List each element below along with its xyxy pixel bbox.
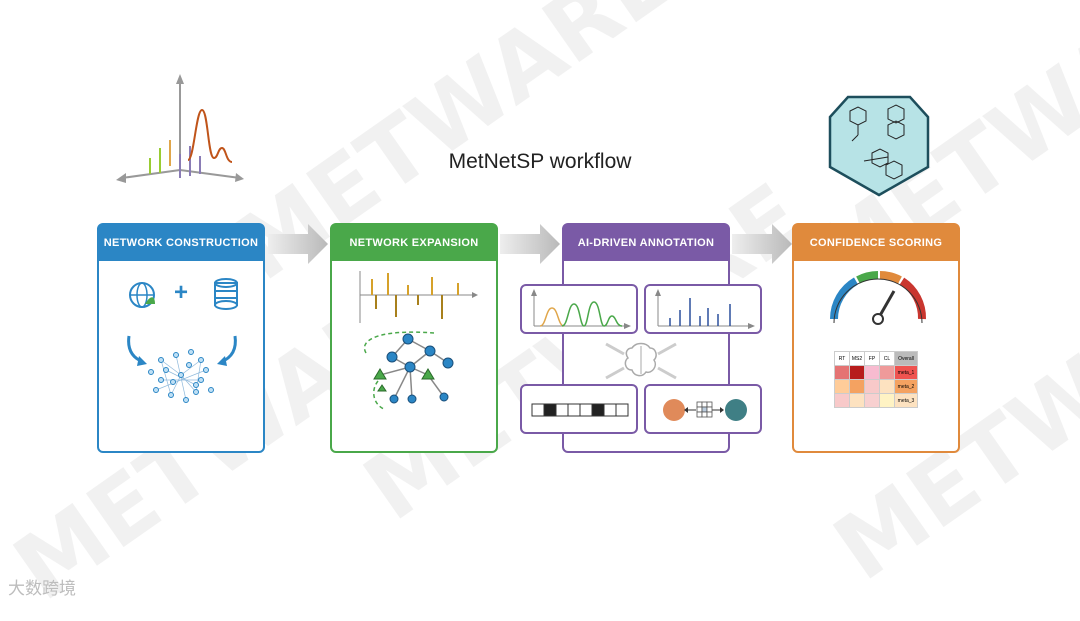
watermark-logo: 大数跨境 [8, 574, 76, 599]
ms-spectrum-chart [655, 289, 755, 329]
card-header: AI-DRIVEN ANNOTATION [564, 225, 728, 261]
chromatogram-chart [531, 289, 631, 329]
table-row: meta_3 [834, 393, 918, 408]
card-network-expansion: NETWORK EXPANSION [330, 223, 498, 453]
class-mapping-panel [644, 384, 762, 434]
card-header: NETWORK EXPANSION [332, 225, 496, 261]
spectrum-3d-illustration [116, 74, 244, 183]
mirror-spectrum-chart [359, 271, 478, 323]
card-header: NETWORK CONSTRUCTION [99, 225, 263, 261]
database-icon [214, 278, 238, 310]
network-graph-illustration [127, 335, 237, 403]
fingerprint-bits [531, 403, 629, 417]
table-cell: meta_3 [894, 393, 918, 408]
brain-icon [605, 342, 677, 380]
flow-arrow [500, 222, 562, 271]
flow-arrow [268, 222, 330, 271]
plus-sign: + [174, 279, 189, 306]
logo-text: 大数跨境 [8, 579, 76, 599]
class-mapping-illustration [663, 399, 747, 421]
table-row: meta_2 [834, 379, 918, 394]
card-network-construction: NETWORK CONSTRUCTION + [97, 223, 265, 453]
globe-icon [129, 282, 155, 308]
molecule-structures-badge [828, 95, 930, 197]
table-cell: meta_2 [894, 379, 918, 394]
gauge-icon [830, 271, 926, 325]
table-header: FP [864, 351, 880, 366]
fingerprint-panel [520, 384, 638, 434]
table-header: CL [879, 351, 895, 366]
chromatogram-panel [520, 284, 638, 334]
confidence-table: RT MS2 FP CL Overall meta_1 meta_2 meta_… [834, 351, 918, 408]
table-header: RT [834, 351, 850, 366]
table-cell: meta_1 [894, 365, 918, 380]
ms-spectrum-panel [644, 284, 762, 334]
expansion-graph-illustration [363, 331, 454, 410]
table-header: Overall [894, 351, 918, 366]
card-header: CONFIDENCE SCORING [794, 225, 958, 261]
table-header: MS2 [849, 351, 865, 366]
flow-arrow [732, 222, 794, 271]
card-confidence-scoring: CONFIDENCE SCORING RT MS2 FP CL Overall … [792, 223, 960, 453]
page-title: MetNetSP workflow [448, 150, 632, 173]
table-row: meta_1 [834, 365, 918, 380]
